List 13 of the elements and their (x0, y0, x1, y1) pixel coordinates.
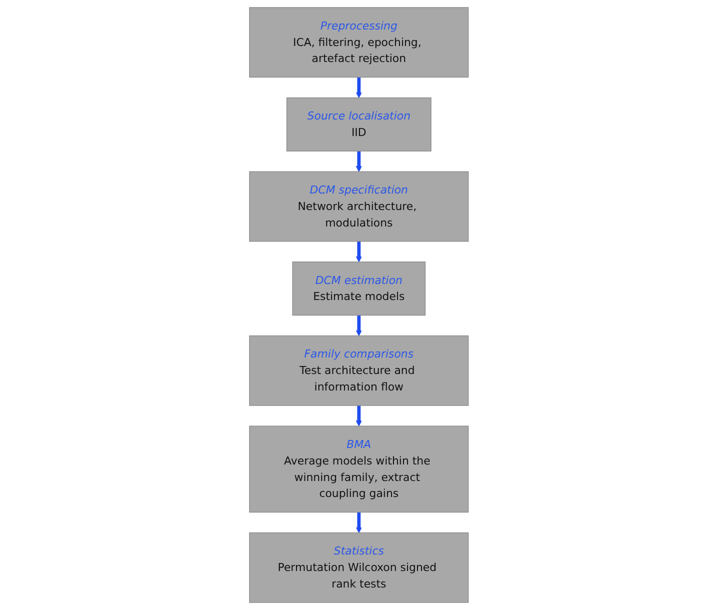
arrow (356, 151, 362, 172)
arrow (356, 512, 362, 534)
node-box: DCM specification Network architecture, modulations (249, 171, 469, 242)
arrow (356, 241, 362, 262)
node-box: DCM estimation Estimate models (292, 262, 426, 316)
node-box: Statistics Permutation Wilcoxon signed rank tests (249, 532, 469, 603)
node-box: Preprocessing ICA, filtering, epoching, artefact rejection (249, 7, 469, 78)
arrow (356, 315, 362, 336)
arrow (356, 77, 362, 98)
node-box: BMA Average models within the winning family, extract coupling gains (249, 426, 469, 513)
arrow (356, 406, 362, 426)
node-box: Source localisation IID (286, 97, 432, 152)
node-box: Family comparisons Test architecture and information flow (249, 335, 469, 406)
